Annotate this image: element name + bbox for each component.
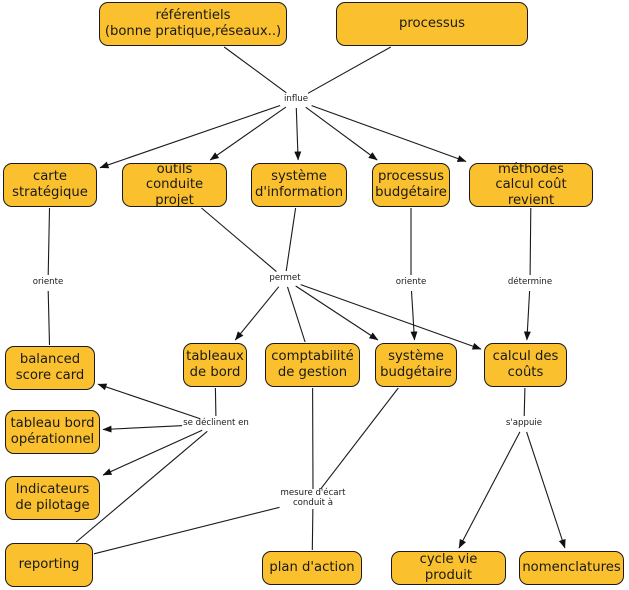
node-nomenclatures[interactable]: nomenclatures [519,551,624,585]
edge-declinent-to-indicateurs [102,429,203,476]
node-comptagestion[interactable]: comptabilité de gestion [265,343,360,387]
edge-declinent-to-reporting [75,430,208,543]
edge-permet-to-calculcouts [300,284,482,350]
node-referentiels[interactable]: référentiels (bonne pratique,réseaux..) [99,2,287,46]
edge-permet-to-sysbudg [295,285,379,341]
node-reporting[interactable]: reporting [5,543,93,587]
edge-permet-to-tableaux [234,286,280,341]
edge-declinent-to-bsc [97,383,201,420]
edge-determine-to-calculcouts [523,290,531,341]
edge-mesure-to-plandaction [311,506,314,551]
edge-processus-to-influe [307,46,392,94]
node-carte[interactable]: carte stratégique [3,163,97,207]
node-calculcouts[interactable]: calcul des coûts [484,343,567,387]
node-methodes[interactable]: méthodes calcul coût revient [469,162,593,208]
edge-label-oriente-right: oriente [394,277,428,288]
edge-declinent-to-tbo [102,424,195,433]
edge-label-declinent: se déclinent en [182,418,250,429]
node-tbo[interactable]: tableau bord opérationnel [5,410,100,454]
node-cyclevie[interactable]: cycle vie produit [391,551,506,585]
edge-permet-to-comptagestion [286,286,306,343]
node-sysbudg[interactable]: système budgétaire [375,343,457,387]
edge-carte-to-oriente-left [47,207,51,276]
edge-influe-to-sysinfo [294,107,302,161]
node-outils[interactable]: outils conduite projet [122,162,227,208]
edge-referentiels-to-influe [223,46,287,94]
edge-label-sappuie: s'appuie [504,418,544,429]
edge-label-oriente-left: oriente [31,277,65,288]
edge-oriente-right-to-sysbudg [410,290,418,341]
edge-sysinfo-to-permet [285,207,297,272]
edge-reporting-to-mesure [93,502,296,555]
node-procbudg[interactable]: processus budgétaire [372,163,450,207]
edge-oriente-left-to-bsc [47,290,51,346]
edge-methodes-to-determine [529,207,532,276]
edge-influe-to-procbudg [305,106,378,161]
edge-label-permet: permet [268,273,302,284]
edge-calculcouts-to-sappuie [523,387,526,417]
node-indicateurs[interactable]: Indicateurs de pilotage [5,476,100,520]
node-sysinfo[interactable]: système d'information [251,163,347,207]
node-plandaction[interactable]: plan d'action [262,551,362,585]
edge-outils-to-permet [201,207,277,273]
edge-tableaux-to-declinent [214,387,217,417]
edge-sappuie-to-cyclevie [458,431,521,549]
edge-influe-to-carte [99,104,281,169]
node-tableaux[interactable]: tableaux de bord [183,343,247,387]
edge-influe-to-methodes [311,105,467,163]
edge-influe-to-outils [209,106,287,161]
edge-label-mesure: mesure d'écart conduit à [279,488,347,509]
node-bsc[interactable]: balanced score card [5,346,95,390]
edge-sysbudg-to-mesure [318,387,399,492]
edge-label-influe: influe [283,94,309,105]
edge-sappuie-to-nomenclatures [526,431,566,549]
node-processus[interactable]: processus [336,2,528,46]
edge-label-determine: détermine [506,277,554,288]
edges [47,46,566,555]
